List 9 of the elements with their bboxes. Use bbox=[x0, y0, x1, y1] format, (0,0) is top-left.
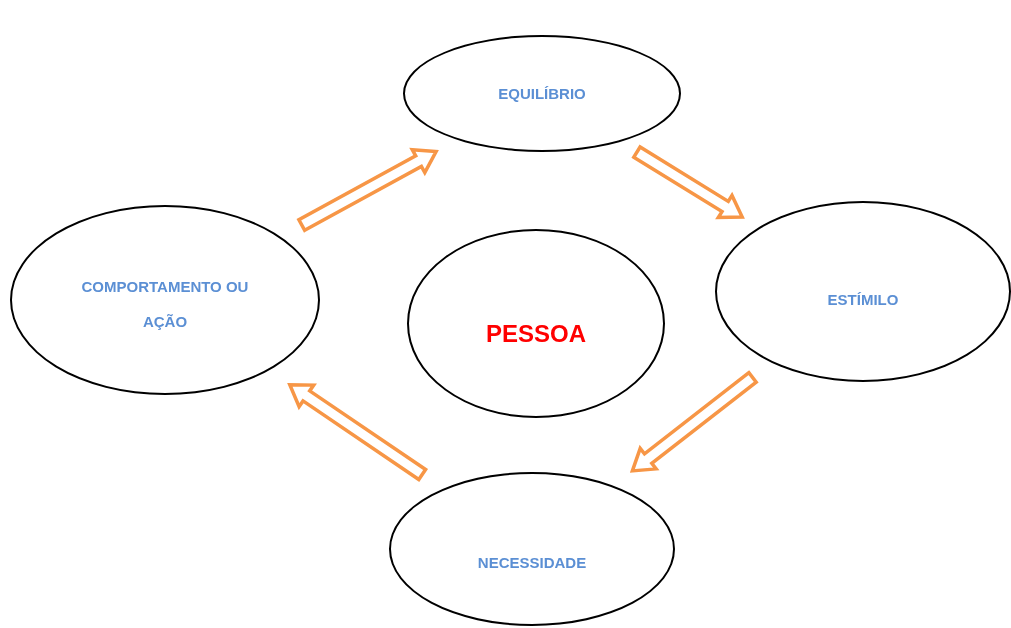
node-label: PESSOA bbox=[486, 318, 586, 349]
block-arrow bbox=[296, 147, 439, 233]
block-arrow bbox=[287, 382, 429, 482]
node-label: NECESSIDADE bbox=[477, 552, 587, 573]
node-label: COMPORTAMENTO OU AÇÃO bbox=[80, 277, 250, 332]
node-label: EQUILÍBRIO bbox=[498, 84, 586, 104]
block-arrow bbox=[631, 144, 745, 220]
block-arrow bbox=[629, 370, 759, 473]
node-label: ESTÍMILO bbox=[827, 290, 899, 310]
